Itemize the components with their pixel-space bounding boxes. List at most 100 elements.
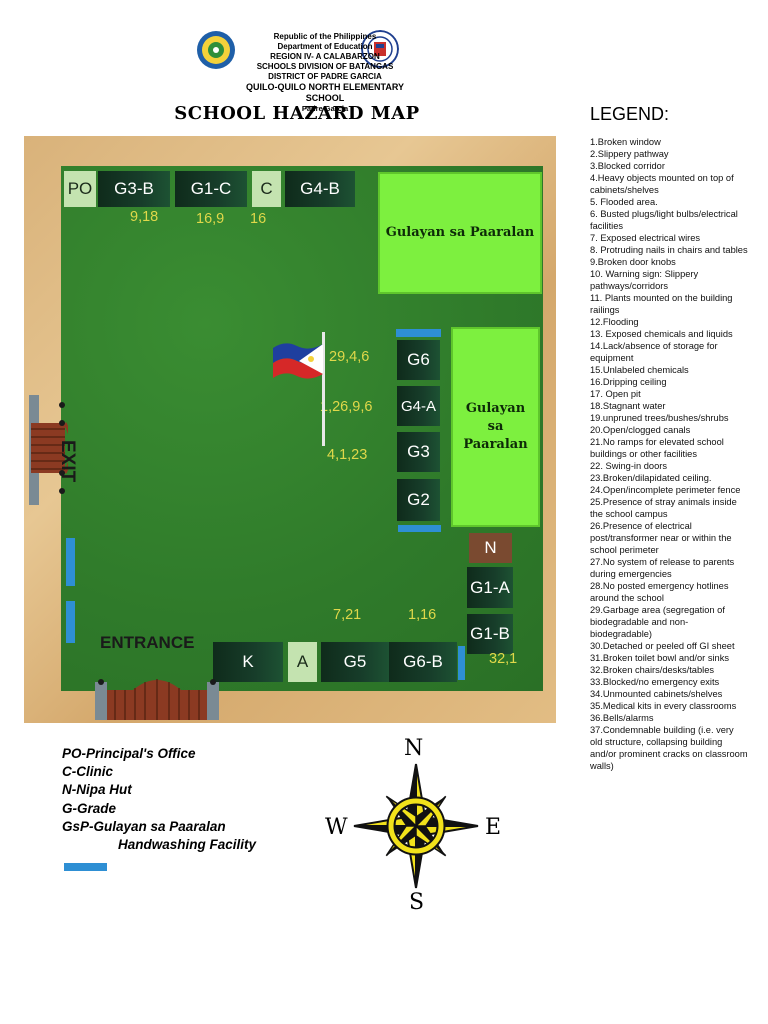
entrance-gate-icon [95,679,219,720]
legend-item: 6. Busted plugs/light bulbs/electrical f… [590,209,738,231]
legend-item: 25.Presence of stray animals inside the … [590,497,737,519]
town-name: Padre Garcia [301,104,349,113]
building-g5: G5 [321,642,389,682]
legend-item: 24.Open/incomplete perimeter fence [590,485,741,495]
legend-item: 32.Broken chairs/desks/tables [590,665,715,675]
building-g1b: G1-B [467,614,513,654]
legend-item: 18.Stagnant water [590,401,666,411]
compass-west: W [325,815,348,840]
key-gsp: GsP-Gulayan sa Paaralan [62,818,226,834]
legend-item: 22. Swing-in doors [590,461,667,471]
school-name: QUILO-QUILO NORTH ELEMENTARY SCHOOL [246,82,404,103]
legend-item: 33.Blocked/no emergency exits [590,677,720,687]
header-line-1: Republic of the Philippines [273,32,377,41]
building-g2: G2 [397,479,440,521]
legend-item: 26.Presence of electrical post/transform… [590,521,732,555]
legend-item: 1.Broken window [590,137,661,147]
garden-right-label-3: Paaralan [463,437,528,452]
handwashing-facility-g2 [398,525,441,532]
key-handwashing-swatch [64,863,107,871]
legend-list: 1.Broken window 2.Slippery pathway 3.Block… [590,136,748,772]
philippine-flag-icon [273,332,325,446]
legend-item: 29.Garbage area (segregation of biodegra… [590,605,725,639]
key-grade: G-Grade [62,800,117,816]
hazard-code-g4a: 1,26,9,6 [320,399,373,415]
legend-item: 34.Unmounted cabinets/shelves [590,689,723,699]
handwashing-facility-g6b [458,646,465,680]
compass-east: E [485,815,502,840]
building-g4a: G4-A [397,386,440,426]
header-line-2: Department of Education [277,42,373,51]
garden-right-label-2: sa [487,419,504,434]
handwashing-facility-left-2 [66,601,75,643]
building-po: PO [64,171,96,207]
hazard-code-g1b: 32,1 [489,651,518,667]
legend-item: 3.Blocked corridor [590,161,665,171]
key-handwashing: Handwashing Facility [118,837,257,853]
building-g1c: G1-C [175,171,247,207]
legend-item: 15.Unlabeled chemicals [590,365,689,375]
hazard-code-g1c: 16,9 [196,211,225,227]
header-line-5: DISTRICT OF PADRE GARCIA [268,72,382,81]
legend-title: LEGEND: [590,104,670,124]
legend-item: 37.Condemnable building (i.e. very old s… [590,725,748,771]
legend-item: 27.No system of release to parents durin… [590,557,735,579]
hazard-code-g3b: 9,18 [130,209,159,225]
exit-label: EXIT [57,440,78,483]
legend-item: 10. Warning sign: Slippery pathways/corr… [590,269,699,291]
handwashing-facility-g6 [396,329,441,337]
map-key: PO-Principal's Office C-Clinic N-Nipa Hu… [62,745,256,854]
legend-item: 9.Broken door knobs [590,257,676,267]
garden-top: Gulayan sa Paaralan [378,172,542,294]
building-g4b: G4-B [285,171,355,207]
building-g6b: G6-B [389,642,457,682]
hazard-code-g3: 4,1,23 [327,447,368,463]
hazard-code-g6b: 1,16 [408,607,437,623]
deped-seal-icon [361,30,399,68]
legend-item: 4.Heavy objects mounted on top of cabine… [590,173,734,195]
legend-item: 11. Plants mounted on the building raili… [590,293,733,315]
header-line-3: REGION IV- A CALABARZON [270,52,380,61]
legend-item: 28.No posted emergency hotlines around t… [590,581,729,603]
garden-right: Gulayan sa Paaralan [451,327,540,527]
hazard-code-g5: 7,21 [333,607,362,623]
building-a: A [288,642,317,682]
legend-item: 8. Protruding nails in chairs and tables [590,245,748,255]
building-clinic: C [252,171,281,207]
key-clinic: C-Clinic [62,764,114,780]
building-g6: G6 [397,340,440,380]
building-kinder: K [213,642,283,682]
school-seal-icon [197,31,235,69]
legend-item: 14.Lack/absence of storage for equipment [590,341,718,363]
legend-item: 13. Exposed chemicals and liquids [590,329,733,339]
legend-item: 36.Bells/alarms [590,713,654,723]
building-g3b: G3-B [98,171,170,207]
exit-gate-icon [29,395,68,505]
legend-item: 23.Broken/dilapidated ceiling. [590,473,712,483]
legend-item: 21.No ramps for elevated school building… [590,437,724,459]
building-g3: G3 [397,432,440,472]
compass-south: S [409,890,425,915]
garden-right-label-1: Gulayan [465,401,526,416]
legend-item: 12.Flooding [590,317,639,327]
legend-item: 5. Flooded area. [590,197,658,207]
entrance-label: ENTRANCE [100,633,195,652]
legend-item: 20.Open/clogged canals [590,425,691,435]
building-g1a: G1-A [467,567,513,608]
header-line-4: SCHOOLS DIVISION OF BATANGAS [256,62,394,71]
legend-item: 30.Detached or peeled off GI sheet [590,641,735,651]
legend-item: 16.Dripping ceiling [590,377,667,387]
header: Republic of the Philippines Department o… [230,32,420,113]
compass-north: N [404,736,424,761]
key-po: PO-Principal's Office [62,746,196,761]
nipa-hut: N [469,533,512,563]
legend-item: 31.Broken toilet bowl and/or sinks [590,653,730,663]
legend-item: 17. Open pit [590,389,641,399]
hazard-code-g6: 29,4,6 [329,349,370,365]
legend-item: 35.Medical kits in every classrooms [590,701,737,711]
legend-item: 2.Slippery pathway [590,149,669,159]
handwashing-facility-left-1 [66,538,75,586]
hazard-code-clinic: 16 [250,211,267,227]
compass-rose-icon [353,763,479,889]
legend-item: 19.unpruned trees/bushes/shrubs [590,413,729,423]
